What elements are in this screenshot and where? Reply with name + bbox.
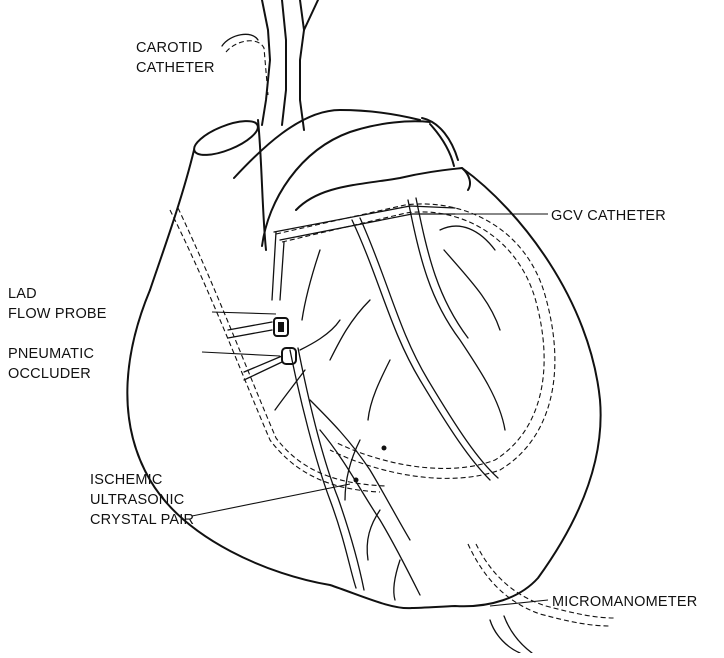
lad-flow-probe bbox=[228, 318, 288, 338]
pneumatic-occluder bbox=[244, 348, 296, 380]
great-vessels bbox=[262, 0, 318, 130]
label-occluder-line1: PNEUMATIC bbox=[8, 346, 94, 362]
left-atrial-appendage bbox=[296, 168, 470, 210]
label-lad-line1: LAD bbox=[8, 286, 37, 302]
gcv-vessel bbox=[272, 206, 455, 300]
label-crystal-line3: CRYSTAL PAIR bbox=[90, 512, 194, 528]
aorta bbox=[150, 114, 266, 290]
pulmonary-artery bbox=[234, 110, 458, 246]
coronary-arteries bbox=[275, 198, 505, 600]
label-crystal-line2: ULTRASONIC bbox=[90, 492, 184, 508]
label-carotid-line1: CAROTID bbox=[136, 40, 203, 56]
label-micromanometer: MICROMANOMETER bbox=[552, 594, 697, 610]
label-crystal-line1: ISCHEMIC bbox=[90, 472, 163, 488]
crystal-dot bbox=[354, 478, 359, 483]
crystal-dot bbox=[382, 446, 387, 451]
label-occluder-line2: OCCLUDER bbox=[8, 366, 91, 382]
label-gcv-catheter: GCV CATHETER bbox=[551, 208, 666, 224]
ultrasonic-crystal-pair bbox=[354, 446, 387, 483]
label-carotid-line2: CATHETER bbox=[136, 60, 215, 76]
heart-outline bbox=[127, 168, 600, 608]
label-lad-line2: FLOW PROBE bbox=[8, 306, 107, 322]
carotid-catheter bbox=[222, 34, 268, 95]
